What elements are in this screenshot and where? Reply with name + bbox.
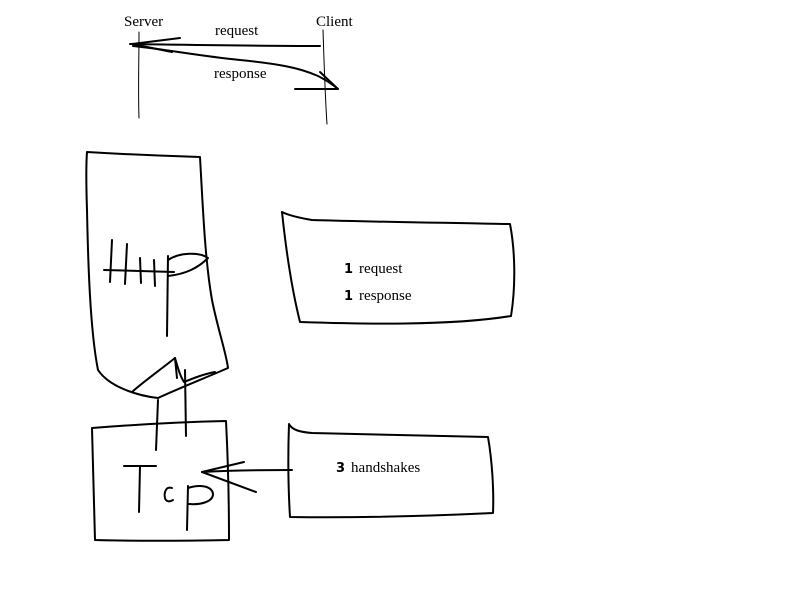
tcp-c (165, 488, 173, 502)
http-h-left (110, 240, 112, 282)
http-to-tcp-line-2 (185, 370, 186, 436)
http-note-response-count: 1 (344, 289, 353, 304)
tcp-note-line-handshakes: 3 handshakes (336, 461, 420, 476)
tcp-block-outline (92, 421, 229, 541)
tcp-p-stem (187, 486, 188, 530)
request-arrow-line (130, 44, 320, 46)
http-t1 (140, 258, 141, 283)
http-p-stem (167, 256, 168, 336)
http-t2 (154, 260, 155, 286)
tcp-note-arrow-line (202, 470, 292, 472)
http-note-line-request: 1 request (344, 262, 402, 277)
http-to-tcp-connector-a (132, 358, 175, 392)
http-h-right (125, 244, 127, 284)
http-note-line-response: 1 response (344, 289, 412, 304)
http-note-response-text: response (359, 288, 412, 304)
http-block-outline (86, 152, 228, 398)
response-label: response (214, 67, 267, 82)
http-note-request-count: 1 (344, 262, 353, 277)
server-actor-label: Server (124, 15, 163, 30)
tcp-note-handshake-text: handshakes (351, 460, 420, 476)
tcp-note-handshake-count: 3 (336, 461, 345, 476)
http-h-bar (104, 270, 174, 272)
http-to-tcp-line-1 (156, 400, 158, 450)
tcp-t-stem (139, 466, 140, 512)
request-label: request (215, 24, 258, 39)
tcp-p-bowl (188, 486, 213, 504)
http-note-request-text: request (359, 261, 402, 277)
client-actor-label: Client (316, 15, 353, 30)
http-to-tcp-connector-b (175, 358, 215, 382)
